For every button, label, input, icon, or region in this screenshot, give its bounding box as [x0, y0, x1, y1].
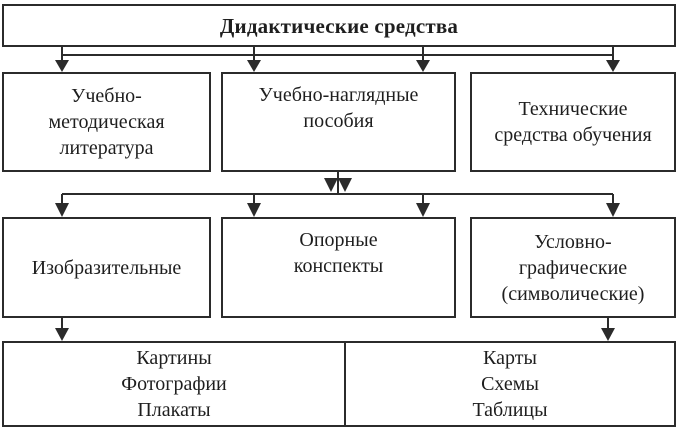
arrow-to-pictures [55, 328, 69, 341]
node-pictures-photos-posters: Картины Фотографии Плакаты [2, 341, 346, 427]
arrow-to-technical [606, 60, 620, 72]
root-node-label: Дидактические средства [219, 13, 459, 38]
node-reference-notes: Опорные конспекты [221, 217, 456, 318]
node-pictures-photos-posters-label: Картины Фотографии Плакаты [121, 347, 227, 421]
arrow-to-visual-left [247, 60, 261, 72]
arrow-to-maps [601, 328, 615, 341]
node-pictorial: Изобразительные [2, 217, 211, 318]
node-visual-aids-label: Учебно-наглядные пособия [258, 84, 419, 132]
node-pictorial-label: Изобразительные [31, 256, 182, 279]
node-reference-notes-label: Опорные конспекты [293, 229, 384, 277]
arrow-to-symbolic [606, 203, 620, 217]
node-methodical-literature: Учебно- методическая литература [2, 72, 211, 172]
node-technical-means-label: Технические средства обучения [494, 98, 652, 146]
node-methodical-literature-label: Учебно- методическая литература [48, 85, 165, 159]
arrow-visual-double-left [324, 178, 338, 192]
node-symbolic-graphic-label: Условно- графические (символические) [501, 230, 645, 305]
node-technical-means: Технические средства обучения [470, 72, 676, 172]
arrow-to-visual-right [416, 60, 430, 72]
node-visual-aids: Учебно-наглядные пособия [221, 72, 456, 172]
arrow-to-methodical [55, 60, 69, 72]
root-node-didactic-means: Дидактические средства [2, 4, 676, 47]
arrow-to-pictorial [55, 203, 69, 217]
node-maps-schemes-tables-label: Карты Схемы Таблицы [472, 347, 548, 421]
arrow-to-notes-left [247, 203, 261, 217]
arrow-to-notes-right [416, 203, 430, 217]
node-maps-schemes-tables: Карты Схемы Таблицы [344, 341, 676, 427]
node-symbolic-graphic: Условно- графические (символические) [470, 217, 676, 318]
arrow-visual-double-right [338, 178, 352, 192]
